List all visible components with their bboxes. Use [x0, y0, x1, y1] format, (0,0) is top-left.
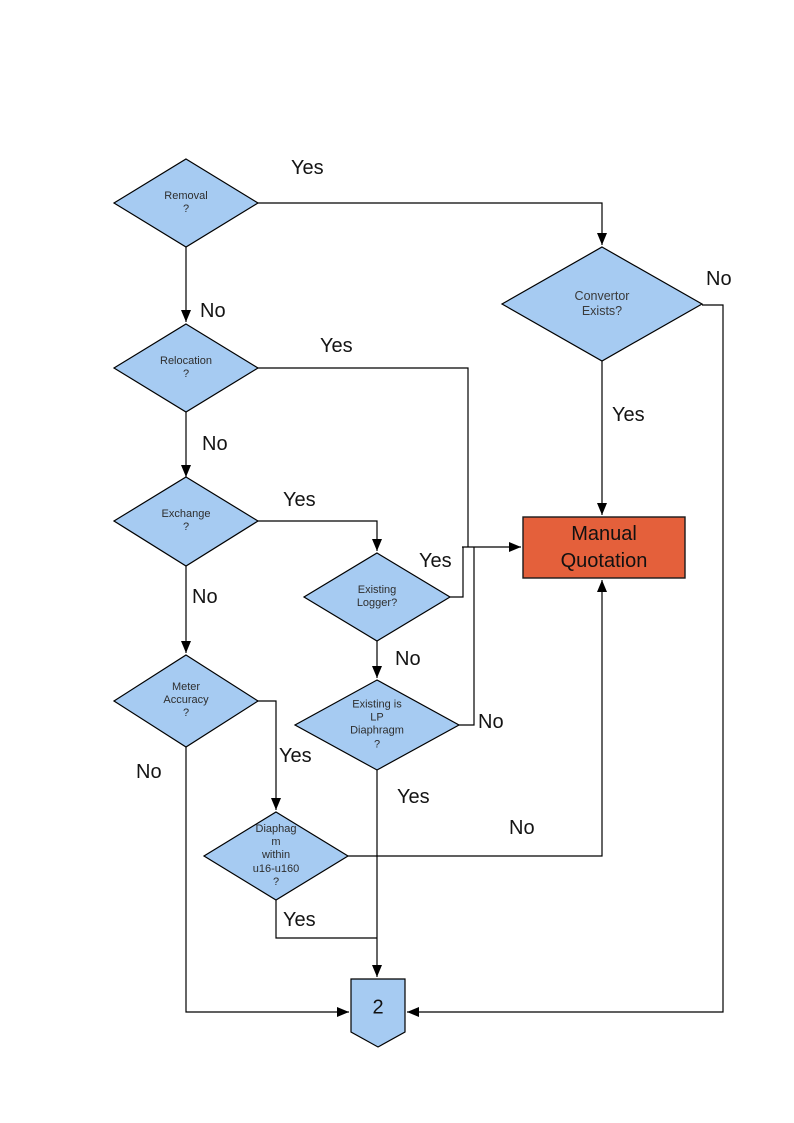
edge-label-removal-no: No	[200, 300, 226, 322]
edge-label-lp-diaphragm-yes: Yes	[397, 786, 430, 808]
node-manual-quotation-label: Manual Quotation	[560, 523, 648, 572]
edge-label-relocation-no: No	[202, 433, 228, 455]
node-manual-quotation-shape	[522, 516, 686, 579]
node-convertor-exists-shape	[500, 246, 704, 362]
node-diaphragm-within-range-shape	[202, 811, 350, 901]
edge-removal-yes-line	[258, 202, 607, 245]
edge-label-exchange-no: No	[192, 586, 218, 608]
edge-label-removal-yes: Yes	[291, 157, 324, 179]
edge-label-exchange-yes: Yes	[283, 489, 316, 511]
edge-label-meter-accuracy-no: No	[136, 761, 162, 783]
node-exchange-shape	[112, 476, 260, 567]
edge-diaphragm-yes-line	[275, 900, 377, 939]
edge-label-diaphragm-no: No	[509, 817, 535, 839]
edge-label-meter-accuracy-yes: Yes	[279, 745, 312, 767]
edge-diaphragm-no-line	[348, 580, 607, 857]
edge-label-diaphragm-yes: Yes	[283, 909, 316, 931]
node-meter-accuracy-shape	[112, 654, 260, 748]
edge-label-convertor-yes: Yes	[612, 404, 645, 426]
node-offpage-connector-shape	[350, 978, 406, 1048]
connectors	[181, 202, 724, 1017]
edge-relocation-yes-line	[258, 367, 469, 547]
node-existing-lp-diaphragm-shape	[293, 679, 461, 771]
edge-meter-accuracy-yes-line	[257, 700, 281, 810]
edge-label-existing-logger-no: No	[395, 648, 421, 670]
node-relocation-shape	[112, 323, 260, 413]
node-removal-shape	[112, 158, 260, 248]
edge-label-convertor-no: No	[706, 268, 732, 290]
node-offpage-connector-label: 2	[372, 996, 384, 1019]
edge-existing-logger-yes-line	[450, 547, 464, 598]
node-existing-logger-shape	[302, 552, 452, 642]
edge-convertor-no-line	[407, 304, 724, 1017]
edge-label-lp-diaphragm-no: No	[478, 711, 504, 733]
edge-label-relocation-yes: Yes	[320, 335, 353, 357]
edge-lp-diaphragm-no-line	[459, 547, 475, 726]
edge-label-existing-logger-yes: Yes	[419, 550, 452, 572]
edge-meter-accuracy-no-line	[185, 747, 349, 1017]
edge-exchange-yes-line	[258, 520, 382, 551]
